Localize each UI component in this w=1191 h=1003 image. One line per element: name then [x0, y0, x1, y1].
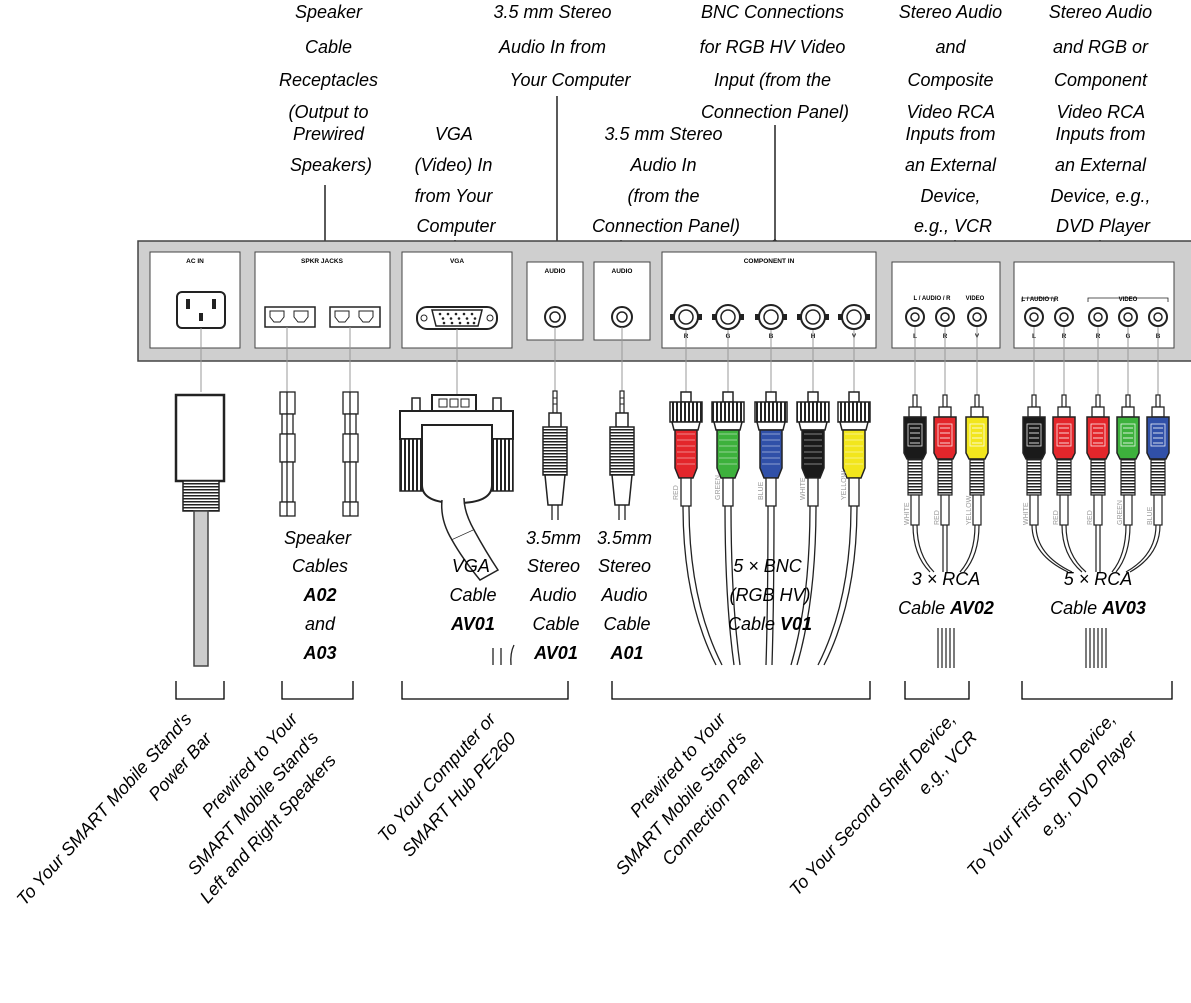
vga-cable-code: AV01: [450, 614, 495, 634]
dest-first-shelf: To Your First Shelf Device, e.g., DVD Pl…: [963, 705, 1144, 898]
label-audio-in-computer: 3.5 mm Stereo Audio In from Your Compute…: [493, 2, 631, 90]
label-vga-in: VGA (Video) In from Your Computer: [415, 124, 498, 236]
rca-dvd-audio-label: L / AUDIO / R: [1021, 297, 1059, 303]
rca-dvd-cord-label: RED: [1087, 510, 1094, 525]
rca3-cable-label-line2: Cable AV02: [898, 598, 994, 618]
dest-panel: Prewired to Your SMART Mobile Stand's Co…: [591, 705, 775, 897]
audio-cable-computer-label: 3.5mm Stereo Audio Cable: [526, 528, 586, 634]
rca-dvd-cable-green-3: GREEN: [1111, 394, 1140, 573]
bnc-cable-red: RED: [669, 391, 723, 666]
bnc-cable-white: WHITE: [790, 391, 830, 666]
bnc-cable-yellow: YELLOW: [817, 391, 871, 666]
rca-dvd-cables: WHITE RED RED GREEN BLUE: [1022, 394, 1170, 573]
bnc-cord-label: BLUE: [758, 481, 765, 500]
rca5-cable-label: 5 × RCA: [1064, 569, 1133, 589]
audio-cable-panel: [609, 390, 635, 520]
bnc-jack-h[interactable]: H: [797, 304, 829, 340]
rca-vcr-audio-label: L / AUDIO / R: [913, 296, 951, 302]
audio-label-panel: AUDIO: [612, 268, 633, 275]
rca-dvd-cord-label: WHITE: [1023, 502, 1030, 525]
bnc-jack-v[interactable]: V: [838, 304, 870, 340]
speaker-jacks-box: [254, 251, 391, 349]
rca-vcr-box: [891, 261, 1001, 349]
rca-vcr-cables: WHITE RED YELLOW: [903, 394, 989, 573]
bnc-cord-label: WHITE: [800, 477, 807, 500]
label-speaker-receptacles: Speaker Cable Receptacles (Output to Pre…: [279, 2, 383, 175]
speaker-cables-and: and: [305, 614, 336, 634]
rca-dvd-jacks: LRRGB: [1024, 307, 1168, 340]
rca-vcr-cable-white-0: WHITE: [903, 394, 935, 573]
bnc-cord-label: RED: [673, 485, 680, 500]
bnc-cable-label-line3: Cable V01: [728, 614, 812, 634]
rca-vcr-cable-yellow-2: YELLOW: [959, 394, 989, 573]
speaker-cables-label: Speaker Cables: [284, 528, 356, 576]
rca-vcr-cord-label: WHITE: [904, 502, 911, 525]
vga-cable-label: VGA Cable: [449, 556, 496, 605]
bnc-cable-label: 5 × BNC (RGB HV): [730, 556, 811, 605]
destination-brackets: [175, 681, 1173, 700]
label-composite-inputs: Stereo Audio and Composite Video RCA Inp…: [899, 2, 1007, 236]
power-plug: [174, 393, 226, 483]
rca-dvd-jack-4[interactable]: B: [1148, 307, 1168, 340]
vga-label: VGA: [450, 258, 464, 265]
audio-jack-computer[interactable]: [544, 306, 566, 328]
bnc-cable-green: GREEN: [711, 391, 745, 666]
rca-dvd-box: [1013, 261, 1175, 349]
audio-label-computer: AUDIO: [545, 268, 566, 275]
dest-power: To Your SMART Mobile Stand's Power Bar: [13, 705, 220, 928]
bnc-cord-label: YELLOW: [841, 470, 848, 500]
rca3-cable-label: 3 × RCA: [912, 569, 981, 589]
bnc-cable-blue: BLUE: [754, 391, 788, 666]
label-audio-in-panel: 3.5 mm Stereo Audio In (from the Connect…: [592, 124, 740, 236]
speaker-cables: [279, 391, 359, 517]
dest-second-shelf: To Your Second Shelf Device, e.g., VCR: [785, 705, 983, 918]
cable-labels: Speaker Cables A02 and A03 VGA Cable AV0…: [284, 528, 1146, 663]
speaker-cable-code-1: A02: [302, 585, 336, 605]
rca-vcr-cord-label: YELLOW: [966, 495, 973, 525]
rca-dvd-cable-white-0: WHITE: [1022, 394, 1073, 573]
rca-dvd-cable-red-2: RED: [1086, 394, 1110, 572]
label-component-inputs: Stereo Audio and RGB or Component Video …: [1049, 2, 1157, 236]
wire-stubs: [937, 628, 1107, 668]
rca-dvd-cord-label: BLUE: [1147, 506, 1154, 525]
rca-vcr-cable-red-1: RED: [933, 394, 957, 572]
connector-panel: AC IN SPKR JACKS VGA AUDIO: [137, 240, 1191, 362]
rca-dvd-video-label: VIDEO: [1119, 297, 1138, 303]
audio-cable-computer-code: AV01: [533, 643, 578, 663]
rca-vcr-cord-label: RED: [934, 510, 941, 525]
rca-dvd-cord-label: RED: [1053, 510, 1060, 525]
ac-in-label: AC IN: [186, 258, 204, 265]
destination-labels: To Your SMART Mobile Stand's Power Bar P…: [13, 705, 1144, 928]
component-in-label: COMPONENT IN: [744, 258, 795, 265]
speaker-cable-code-2: A03: [302, 643, 336, 663]
rca5-cable-label-line2: Cable AV03: [1050, 598, 1146, 618]
bnc-jack-b[interactable]: B: [755, 304, 787, 340]
audio-cable-computer: [542, 390, 568, 520]
rca-dvd-cable-blue-4: BLUE: [1125, 394, 1170, 573]
speaker-jacks-label: SPKR JACKS: [301, 258, 344, 265]
rca-dvd-cord-label: GREEN: [1117, 500, 1124, 525]
top-labels: Speaker Cable Receptacles (Output to Pre…: [279, 2, 1157, 236]
power-cable: [174, 393, 226, 667]
label-bnc-connections: BNC Connections for RGB HV Video Input (…: [700, 2, 851, 122]
bnc-cables: RED GREEN BLUE WHITE YELLOW: [669, 391, 871, 666]
bnc-cord-label: GREEN: [715, 475, 722, 500]
audio-cable-panel-code: A01: [609, 643, 643, 663]
vga-port[interactable]: [416, 306, 498, 330]
drop-lines: [200, 327, 1159, 395]
rca-dvd-jack-1[interactable]: R: [1054, 307, 1074, 340]
rca-vcr-video-label: VIDEO: [966, 296, 985, 302]
audio-jack-panel[interactable]: [611, 306, 633, 328]
rca-dvd-cable-red-1: RED: [1052, 394, 1087, 573]
audio-cable-panel-label: 3.5mm Stereo Audio Cable: [597, 528, 657, 634]
ac-socket[interactable]: [176, 291, 226, 329]
dest-computer: To Your Computer or SMART Hub PE260: [374, 705, 524, 864]
component-in-box: [661, 251, 877, 349]
vga-cable: [399, 394, 515, 666]
